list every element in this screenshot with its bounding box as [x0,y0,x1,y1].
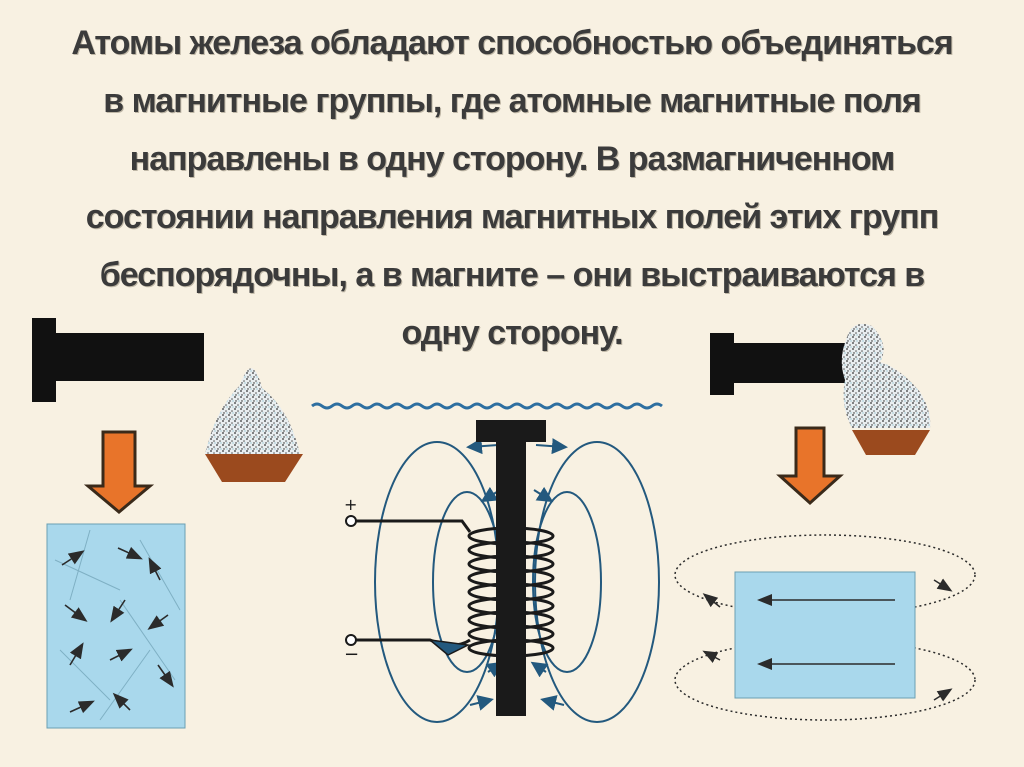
right-down-arrow-icon [776,426,844,506]
coil-terminals: + − [344,495,359,665]
plus-label: + [344,495,357,514]
field-lines-icon [374,438,660,723]
text-line-5: беспорядочны, а в магните – они выстраив… [99,256,925,294]
text-line-1: Атомы железа обладают способностью объед… [71,24,953,62]
main-text: Атомы железа обладают способностью объед… [0,14,1024,362]
demagnetized-sample [46,523,186,729]
coil-icon [352,519,555,658]
text-line-4: состоянии направления магнитных полей эт… [85,198,940,236]
left-iron-filings-pile-icon [205,368,303,482]
left-down-arrow-icon [83,430,155,514]
right-iron-bar-icon [710,333,852,395]
water-line [311,402,663,410]
minus-label: − [344,644,359,665]
text-line-3: направлены в одну сторону. В размагничен… [129,140,896,178]
right-iron-filings-pile-icon [841,323,931,455]
text-line-6: одну сторону. [401,314,623,352]
left-iron-bar-icon [32,318,204,402]
iron-core [476,420,546,716]
text-line-2: в магнитные группы, где атомные магнитны… [103,82,922,120]
magnetized-sample [674,534,976,721]
